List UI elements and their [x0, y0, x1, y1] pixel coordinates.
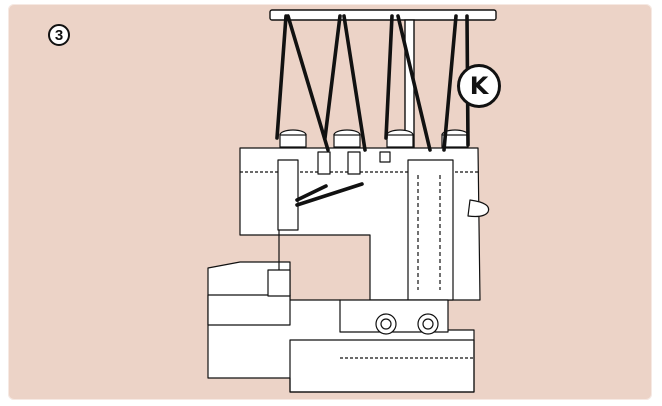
free-arm: [207, 294, 291, 326]
tension-dial-3: [379, 151, 391, 163]
thread-3a: [384, 14, 394, 140]
serger-machine: [207, 147, 490, 393]
thread-1a: [275, 14, 288, 140]
presser-foot: [267, 269, 291, 297]
tension-dial-1: [317, 151, 331, 175]
thread-4a: [442, 14, 458, 152]
hand-wheel: [467, 199, 490, 218]
thread-guide-mark-icon: K: [457, 64, 501, 108]
step-number-badge: 3: [48, 24, 70, 46]
thread-to-needle-2: [295, 182, 364, 207]
spool-bases: [279, 129, 469, 148]
thread-stand-top-bar: [269, 9, 497, 21]
thread-2b: [342, 14, 367, 152]
looper-cover: [407, 159, 454, 301]
needle-bar-housing: [277, 159, 299, 231]
machine-base: [289, 339, 475, 393]
thread-1b: [286, 14, 330, 152]
thread-to-needle-1: [295, 184, 328, 202]
thread-3b: [396, 14, 432, 152]
thread-2a: [323, 14, 342, 140]
tension-dial-2: [347, 151, 361, 175]
